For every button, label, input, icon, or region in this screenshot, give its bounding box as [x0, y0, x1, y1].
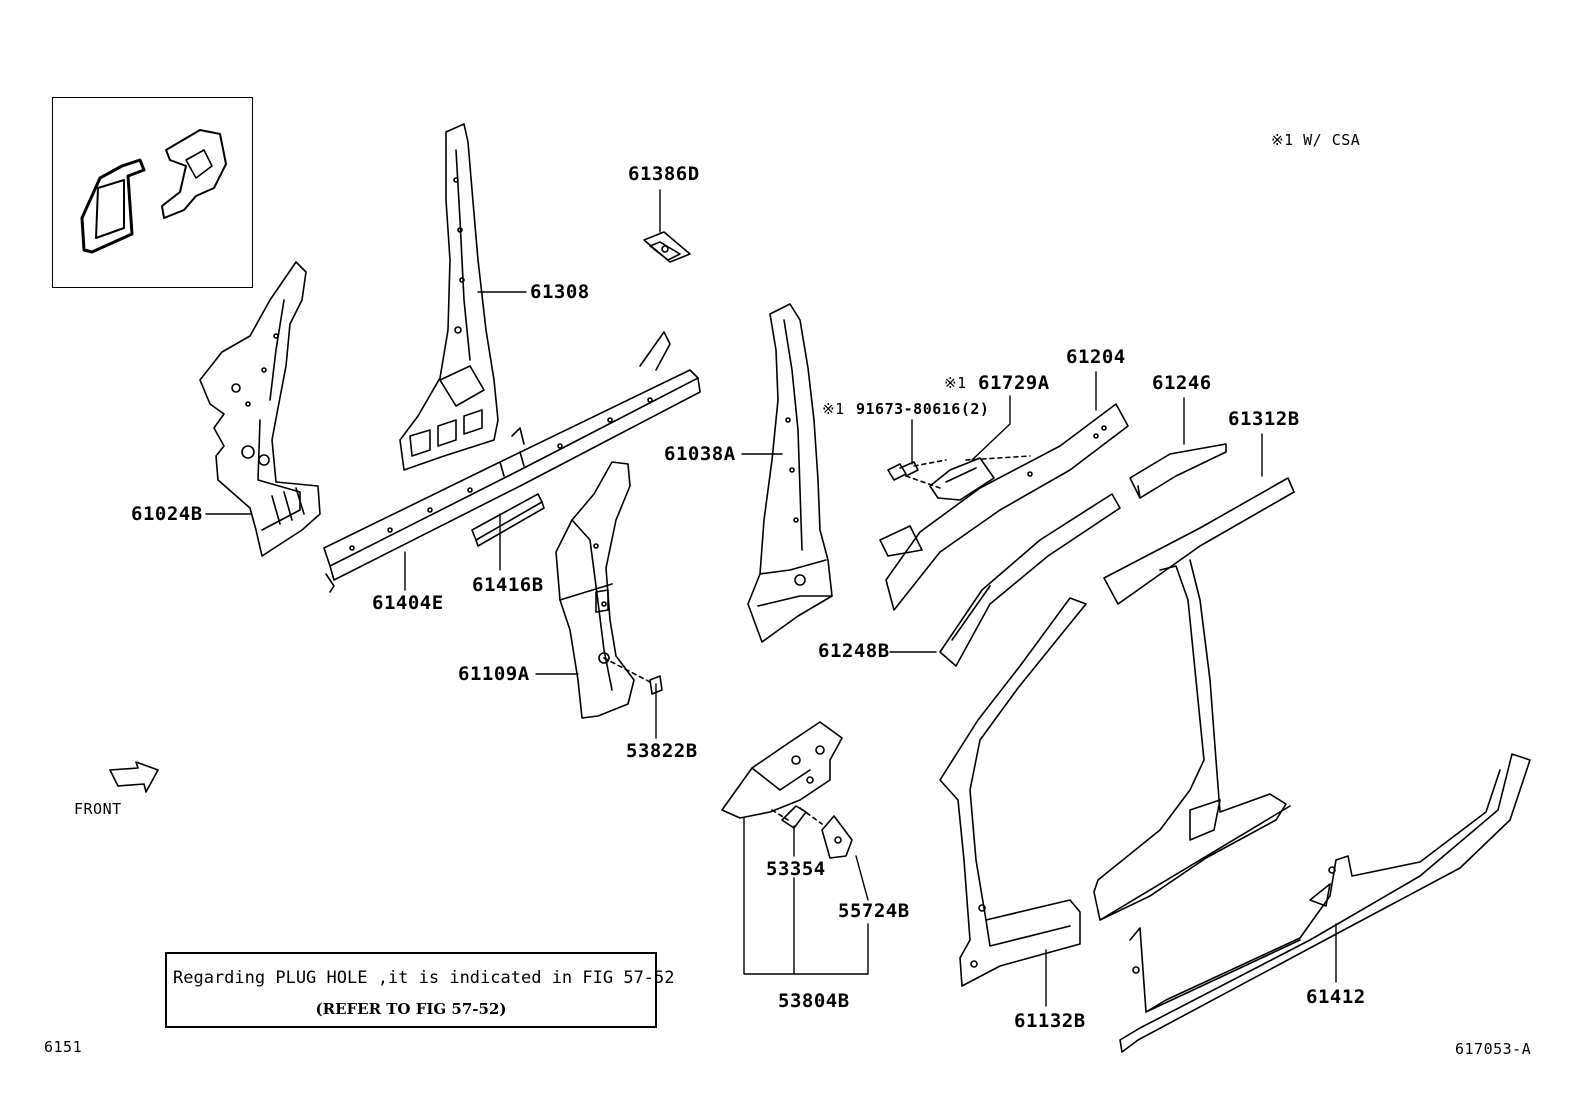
- part-53354-drawing: [781, 805, 807, 829]
- plug-hole-note-line2: (REFER TO FIG 57-52): [315, 1000, 507, 1018]
- label-61729A[interactable]: 61729A: [978, 372, 1050, 394]
- label-61404E[interactable]: 61404E: [372, 592, 444, 614]
- csa-legend-note: ※1 W/ CSA: [1271, 131, 1361, 149]
- part-61386D-drawing: [643, 231, 691, 263]
- page-code: 6151: [44, 1038, 83, 1056]
- label-61412[interactable]: 61412: [1306, 986, 1366, 1008]
- part-61109A-drawing: [555, 461, 635, 719]
- part-61248B-drawing: [939, 493, 1121, 667]
- label-91673-80616[interactable]: 91673-80616(2): [856, 400, 990, 418]
- part-55724B-drawing: [821, 815, 853, 859]
- part-61024B-drawing: [199, 261, 321, 557]
- part-53822B-drawing: [649, 675, 663, 695]
- part-61204-drawing: [879, 403, 1129, 611]
- front-arrow-icon: [109, 761, 159, 793]
- label-61246[interactable]: 61246: [1152, 372, 1212, 394]
- label-61248B[interactable]: 61248B: [818, 640, 890, 662]
- plug-hole-note: Regarding PLUG HOLE ,it is indicated in …: [165, 952, 675, 1028]
- label-61308[interactable]: 61308: [530, 281, 590, 303]
- front-label: FRONT: [74, 800, 122, 818]
- part-61404E-drawing: [323, 331, 701, 593]
- part-61416B-drawing: [471, 493, 545, 547]
- part-61038A-drawing: [747, 303, 833, 643]
- label-61132B[interactable]: 61132B: [1014, 1010, 1086, 1032]
- part-61729A-drawing: [929, 457, 995, 501]
- part-61412-drawing: [1119, 753, 1531, 1053]
- leader-lines: [205, 189, 1337, 1007]
- dashed-link-91673: [905, 459, 947, 489]
- label-61109A[interactable]: 61109A: [458, 663, 530, 685]
- label-61729A-mark: ※1: [944, 374, 967, 392]
- part-61132B-drawing: [939, 597, 1087, 987]
- label-61024B[interactable]: 61024B: [131, 503, 203, 525]
- dashed-link-53822B: [603, 657, 651, 683]
- label-61204[interactable]: 61204: [1066, 346, 1126, 368]
- overview-inset-frame: [52, 97, 253, 288]
- label-55724B[interactable]: 55724B: [838, 900, 910, 922]
- part-91673-bolt-drawing: [887, 461, 919, 481]
- part-61312B-drawing: [1093, 477, 1295, 921]
- label-53804B[interactable]: 53804B: [778, 990, 850, 1012]
- inset-overview-drawing: [80, 129, 227, 254]
- label-91673-mark: ※1: [822, 400, 845, 418]
- label-53354[interactable]: 53354: [766, 858, 826, 880]
- label-61416B[interactable]: 61416B: [472, 574, 544, 596]
- label-61312B[interactable]: 61312B: [1228, 408, 1300, 430]
- plug-hole-note-line1: Regarding PLUG HOLE ,it is indicated in …: [173, 968, 675, 988]
- label-61038A[interactable]: 61038A: [664, 443, 736, 465]
- label-53822B[interactable]: 53822B: [626, 740, 698, 762]
- part-61308-drawing: [399, 123, 499, 471]
- part-53804B-drawing: [721, 721, 843, 819]
- part-61246-drawing: [1129, 443, 1227, 499]
- dashed-link-53804B: [771, 807, 823, 825]
- figure-code: 617053-A: [1455, 1040, 1532, 1058]
- label-61386D[interactable]: 61386D: [628, 163, 700, 185]
